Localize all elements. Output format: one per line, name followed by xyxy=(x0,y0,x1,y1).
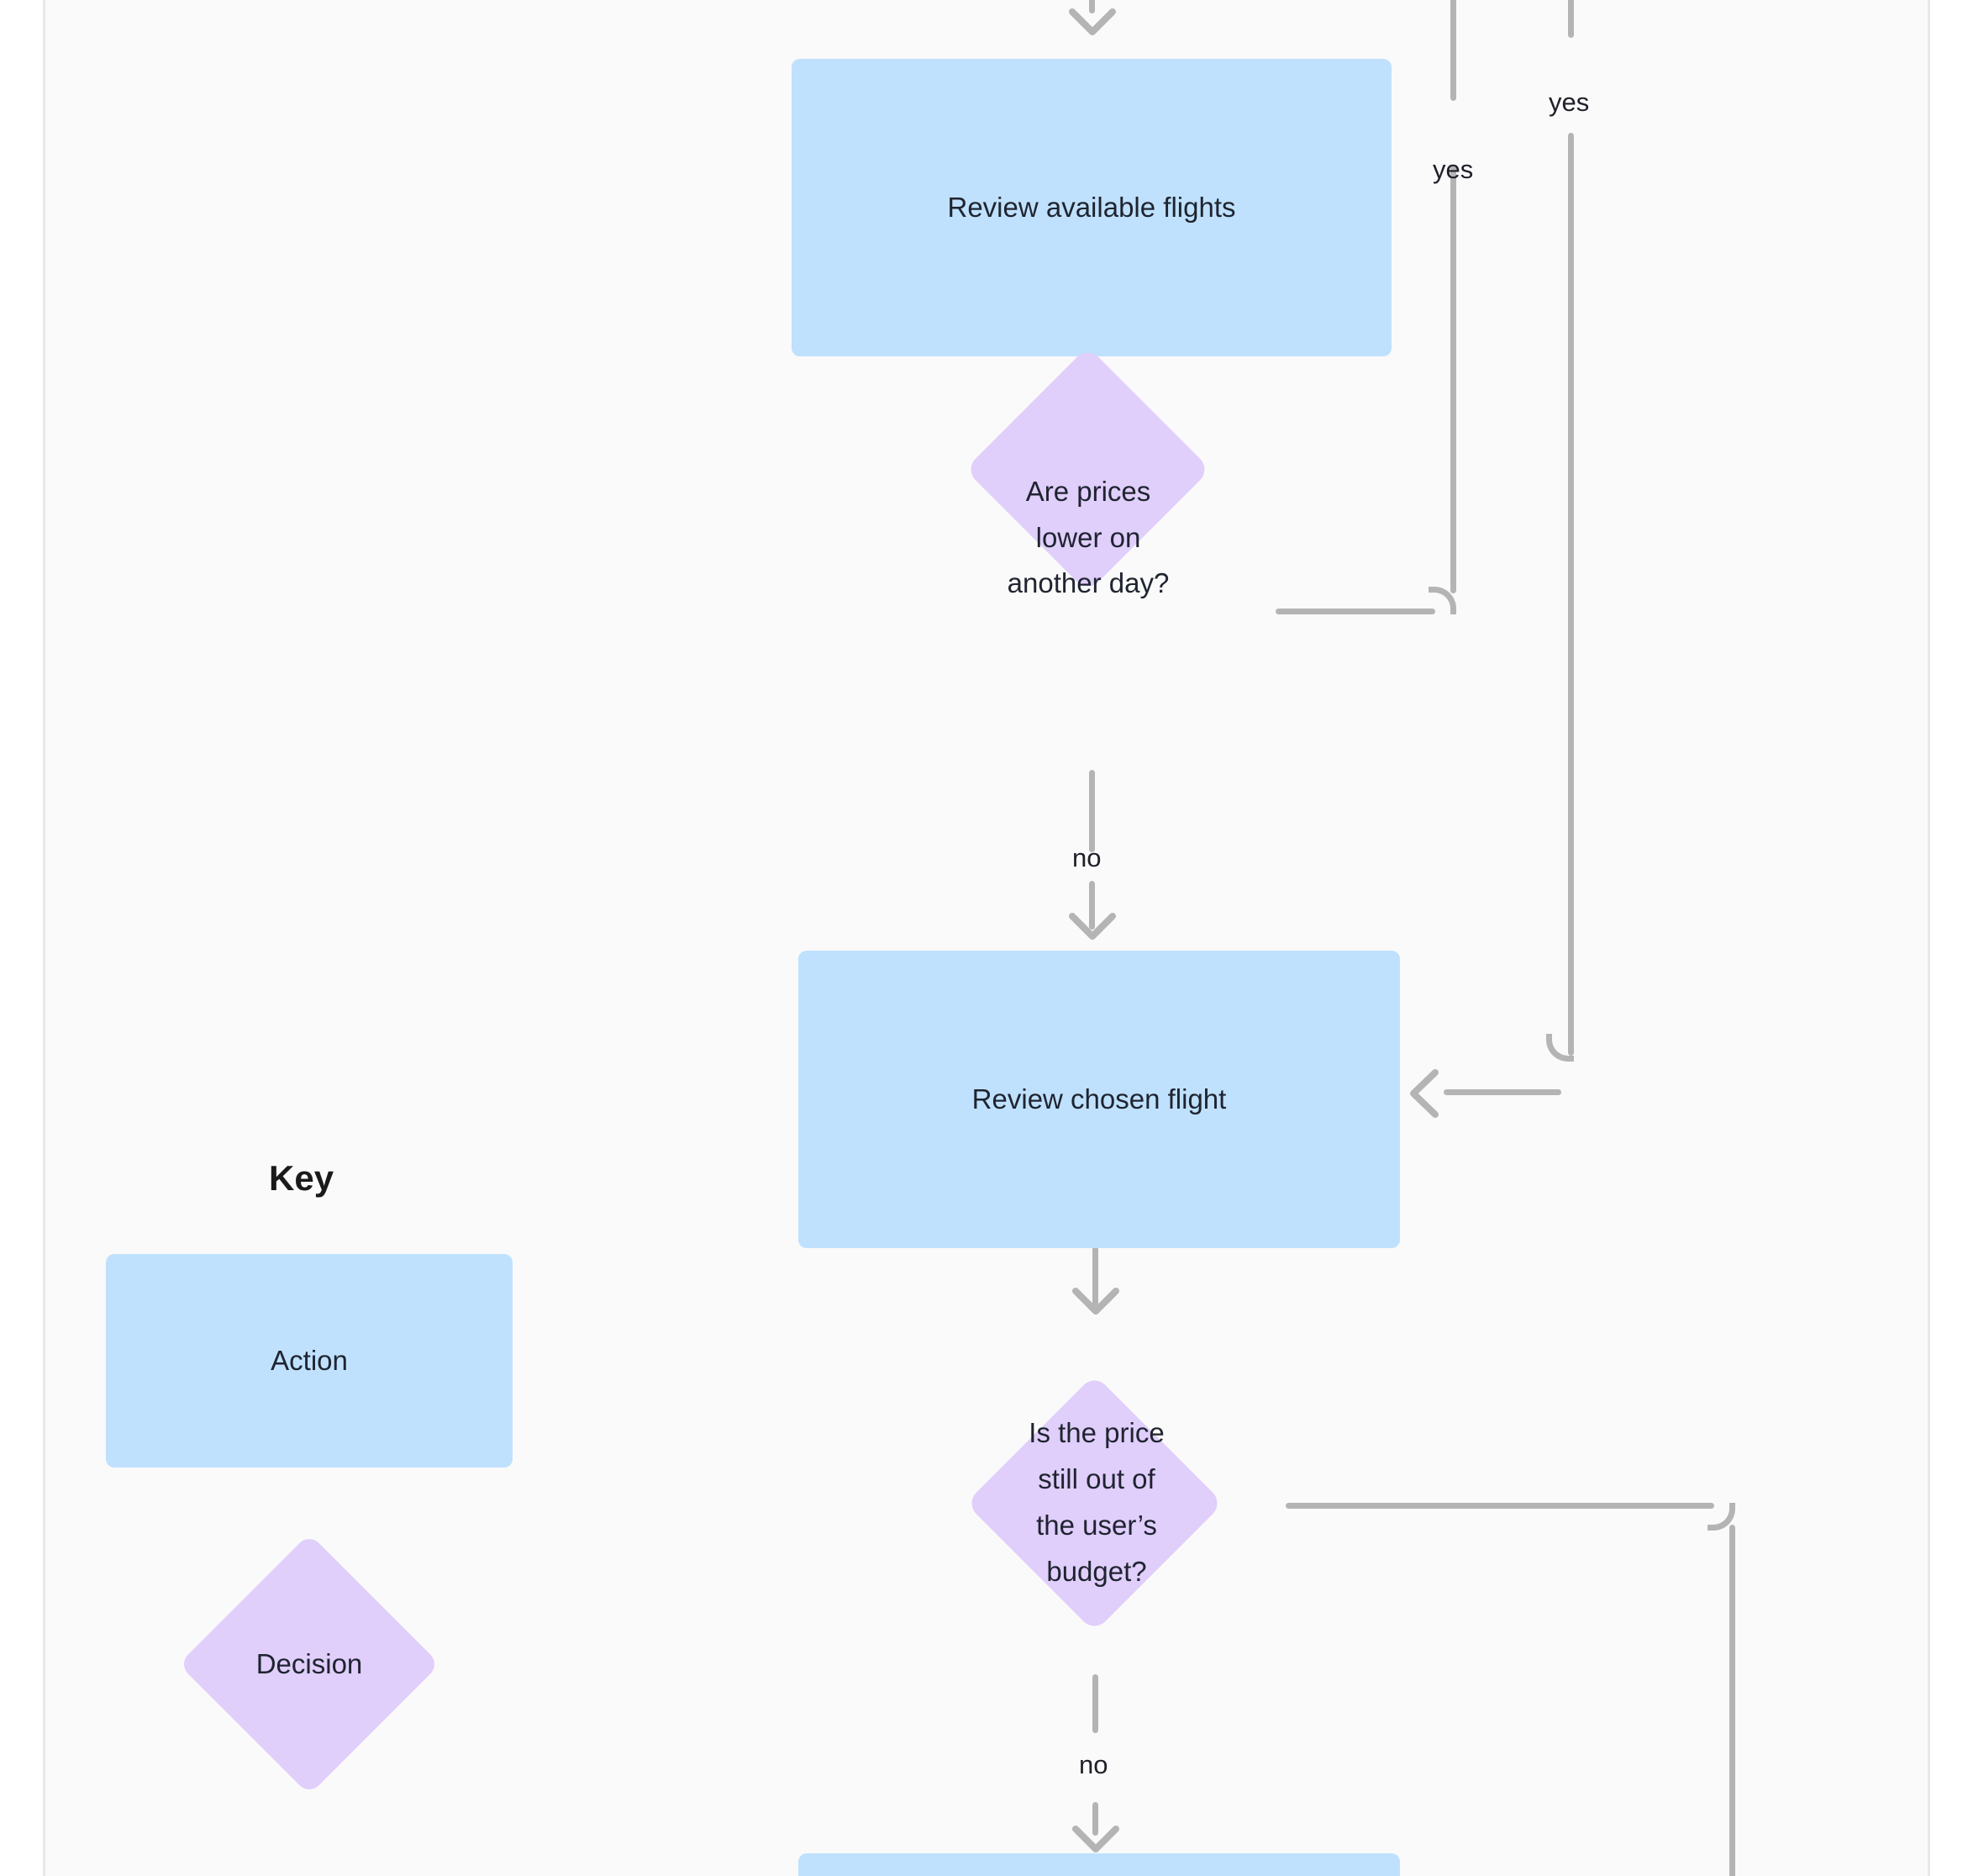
connector-prices-yes-vertical-above-label xyxy=(1450,0,1456,101)
key-title: Key xyxy=(269,1158,334,1198)
node-review-chosen-flight[interactable]: Review chosen flight xyxy=(798,951,1400,1248)
left-panel-divider xyxy=(43,0,45,1876)
connector-chosen-to-budget xyxy=(1092,1246,1098,1306)
connector-outer-yes-horizontal xyxy=(1444,1089,1561,1095)
legend-decision-label: Decision xyxy=(255,1648,363,1679)
right-panel-divider xyxy=(1928,0,1930,1876)
connector-budget-yes-corner xyxy=(1708,1503,1735,1531)
arrowhead-into-review-chosen-flight-top xyxy=(1069,913,1116,940)
edge-label-no-prices: no xyxy=(1072,843,1102,872)
edge-label-yes-inner: yes xyxy=(1433,155,1474,184)
node-bottom-action-partial[interactable] xyxy=(798,1853,1400,1876)
edge-label-yes-outer: yes xyxy=(1549,87,1590,117)
connector-outer-yes-vertical-top xyxy=(1568,0,1574,38)
connector-prices-yes-vertical-below-label xyxy=(1450,165,1456,593)
arrowhead-into-is-price-out-of-budget xyxy=(1072,1288,1119,1315)
connector-prices-yes-corner xyxy=(1429,587,1456,614)
connector-outer-yes-corner xyxy=(1546,1034,1574,1062)
connector-top-incoming xyxy=(1089,0,1095,13)
arrowhead-into-review-chosen-flight xyxy=(1410,1069,1439,1118)
connector-budget-no-vertical-lower xyxy=(1092,1802,1098,1836)
connector-prices-no-vertical xyxy=(1089,770,1095,852)
connector-prices-yes-horizontal xyxy=(1276,609,1435,614)
connector-budget-yes-vertical-down xyxy=(1729,1525,1735,1876)
connector-outer-yes-vertical-main xyxy=(1568,133,1574,1056)
connector-prices-no-vertical-lower xyxy=(1089,881,1095,930)
connector-budget-no-vertical xyxy=(1092,1674,1098,1733)
arrowhead-into-bottom-action xyxy=(1072,1826,1119,1852)
arrowhead-into-review-available-flights xyxy=(1069,8,1116,35)
node-review-available-flights[interactable]: Review available flights xyxy=(792,59,1392,356)
edge-label-no-budget: no xyxy=(1079,1750,1108,1779)
connector-budget-yes-horizontal xyxy=(1286,1503,1714,1509)
legend-action-box: Action xyxy=(106,1254,513,1468)
